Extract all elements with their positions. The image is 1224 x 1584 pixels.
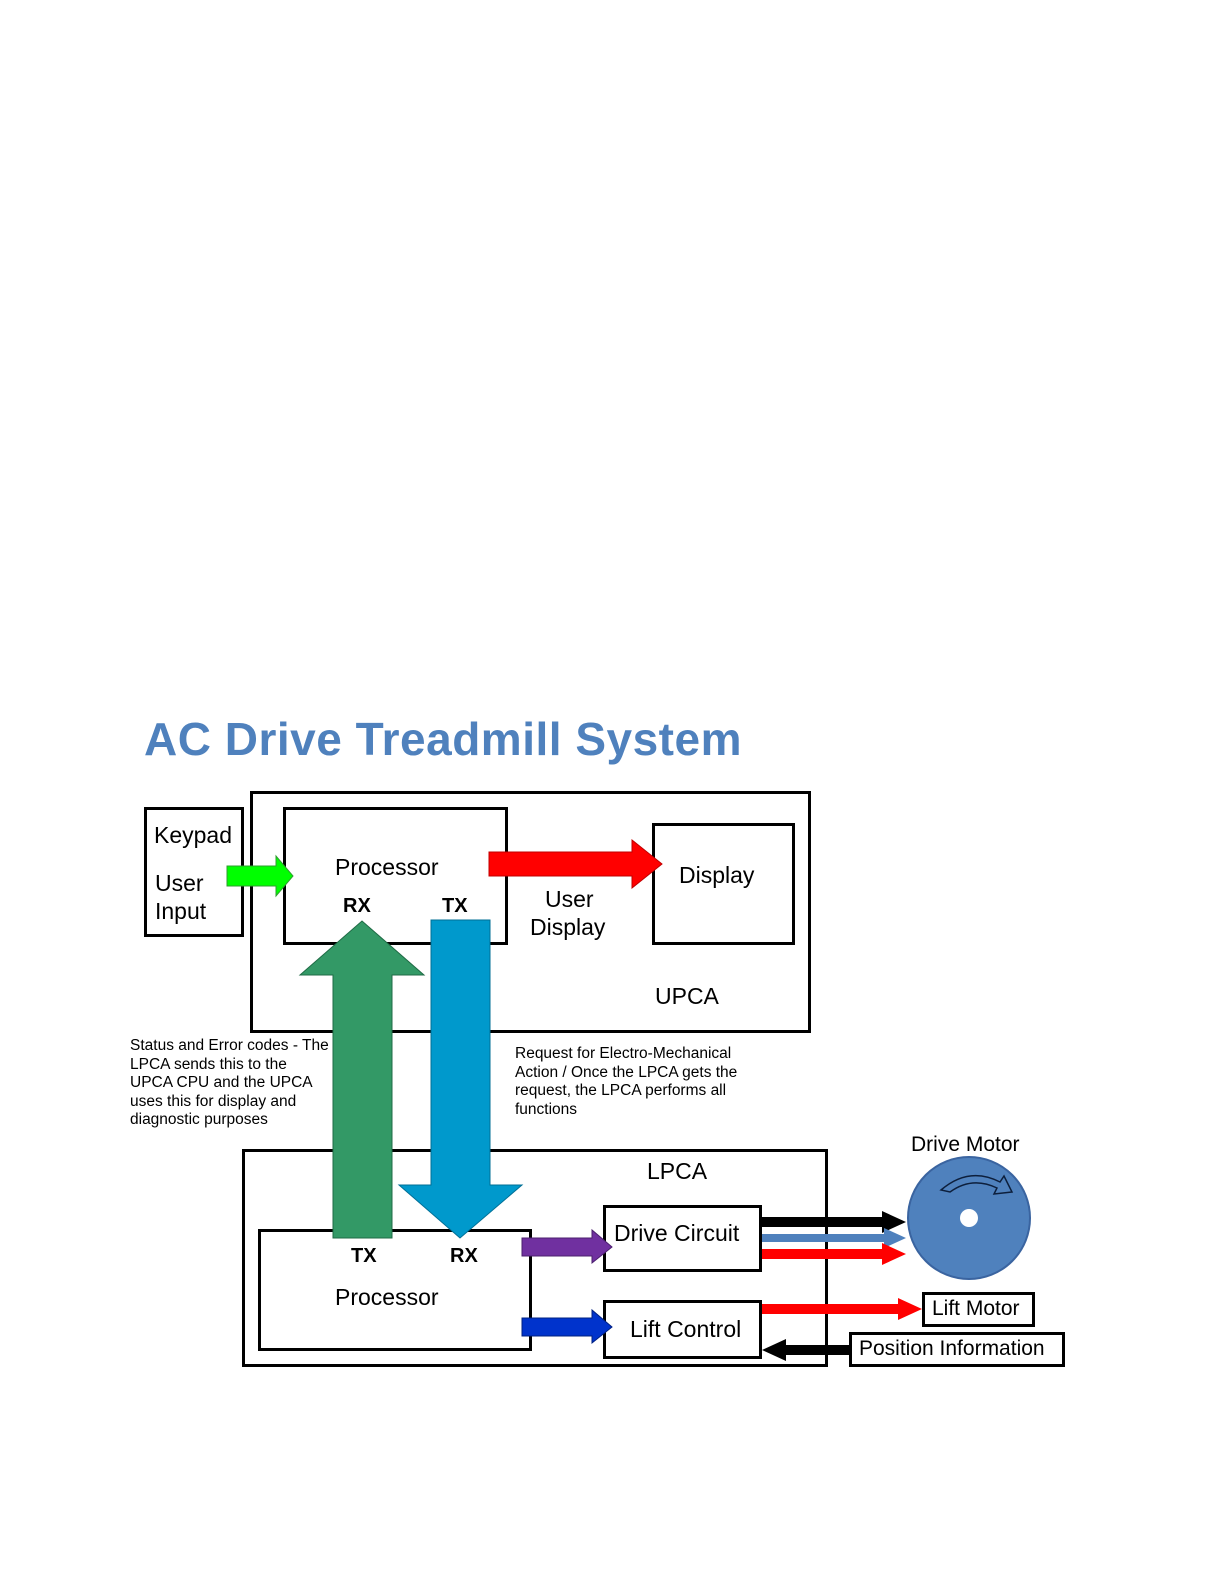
upca-label: UPCA (655, 983, 719, 1009)
drive-black-arrow (762, 1211, 906, 1233)
drive-motor-hub (960, 1209, 978, 1227)
lpca-processor-box (258, 1229, 532, 1351)
upca-rx-label: RX (343, 895, 371, 917)
drive-blue-arrow (762, 1228, 906, 1248)
upca-tx-label: TX (442, 895, 468, 917)
user-input-line2: Input (155, 898, 207, 924)
lift-control-label: Lift Control (630, 1316, 742, 1342)
position-information-label: Position Information (859, 1337, 1045, 1360)
user-input-arrow (226, 854, 294, 898)
drive-red-arrow (762, 1243, 906, 1265)
display-box (652, 823, 795, 945)
drive-circuit-arrow (521, 1228, 613, 1265)
user-display-line2: Display (530, 914, 606, 940)
lpca-rx-label: RX (450, 1245, 478, 1267)
user-input-line1: User (155, 870, 204, 896)
request-note: Request for Electro-Mechanical Action / … (515, 1045, 738, 1118)
status-arrow (298, 920, 426, 1239)
upca-processor-label: Processor (335, 854, 439, 880)
page-title: AC Drive Treadmill System (144, 713, 742, 765)
lpca-processor-label: Processor (335, 1284, 439, 1310)
lift-motor-label: Lift Motor (932, 1297, 1020, 1320)
drive-motor-label: Drive Motor (911, 1133, 1020, 1156)
user-display-arrow (488, 838, 663, 890)
status-note: Status and Error codes - The LPCA sends … (130, 1037, 329, 1128)
user-display-line1: User (545, 886, 594, 912)
drive-circuit-label: Drive Circuit (614, 1220, 740, 1246)
lpca-tx-label: TX (351, 1245, 377, 1267)
lift-motor-box (922, 1292, 1035, 1327)
lpca-label: LPCA (647, 1158, 708, 1184)
rotation-arrow-icon (939, 1174, 1014, 1195)
position-arrow (762, 1339, 849, 1361)
position-information-box (849, 1332, 1065, 1367)
display-label: Display (679, 862, 755, 888)
request-arrow (397, 919, 524, 1239)
keypad-label: Keypad (154, 822, 233, 848)
upca-box (250, 791, 811, 1033)
lift-control-arrow (521, 1308, 613, 1345)
lift-motor-arrow (762, 1298, 922, 1320)
drive-circuit-box (603, 1205, 762, 1272)
